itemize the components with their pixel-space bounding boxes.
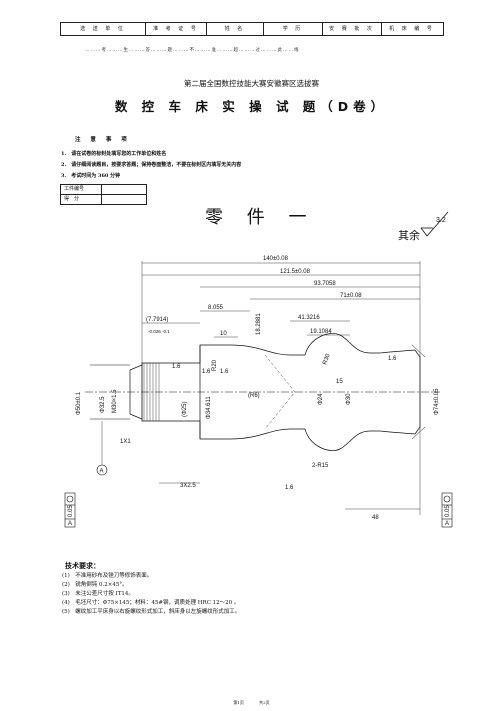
score-table-label: 得 分 — [60, 194, 102, 205]
tolerance-ref: A — [445, 521, 449, 527]
dim-dia25: (Φ25) — [182, 402, 188, 417]
dim-length-8: 8.055 — [208, 305, 224, 311]
score-table-label: 工件编号 — [60, 184, 102, 195]
header-cell-education: 学 历 — [264, 23, 323, 35]
roughness-value: 1.6 — [202, 369, 211, 375]
part-title: 零 件 一 — [205, 207, 316, 228]
concentricity-icon — [443, 495, 451, 503]
dim-dia30: Φ30 — [346, 393, 352, 405]
score-table-value[interactable] — [101, 184, 147, 195]
dim-tolerance: -0.026 -0.1 — [148, 329, 170, 334]
dim-15: 15 — [336, 379, 343, 385]
surface-note-label: 其余 — [398, 229, 420, 242]
dim-length-10: 10 — [220, 331, 227, 337]
dim-groove: 3X2.5 — [180, 483, 196, 489]
note-item: 1. 请在试卷的标封处填写您的工作单位和姓名 — [61, 151, 167, 157]
concentricity-icon — [66, 495, 74, 503]
dim-dia24: Φ24 — [318, 393, 324, 405]
page-total: 共2页 — [259, 700, 270, 705]
roughness-value: 1.6 — [220, 369, 229, 375]
dim-thread: M30×1.5 — [112, 389, 118, 413]
score-table-value[interactable] — [101, 194, 147, 205]
header-cell-unit: 选 送 单 位 — [61, 23, 146, 35]
tech-requirements-heading: 技术要求： — [65, 561, 100, 570]
tech-requirement-item: (3) 未注公差尺寸按 IT14。 — [62, 591, 134, 597]
seal-line: ………考………生………答………题………不………准………超………过………此……线 — [85, 48, 300, 53]
score-table: 工件编号 得 分 — [60, 184, 147, 205]
header-cell-name: 姓 名 — [207, 23, 264, 35]
dim-r30: R30 — [322, 353, 332, 366]
exam-title: 数 控 车 床 实 操 试 题（D卷） — [114, 99, 389, 114]
dim-length-121: 121.5±0.08 — [280, 269, 311, 275]
note-item: 2. 请仔细阅读题目，按要求答题；保持卷面整洁，不要在标封区内填写无关内容 — [61, 162, 242, 168]
note-item: 3. 考试时间为 360 分钟 — [61, 173, 121, 179]
dim-length-71: 71±0.08 — [340, 293, 362, 299]
roughness-value: 1.6 — [388, 356, 397, 362]
roughness-value: 1.6 — [172, 364, 181, 370]
page-number: 第1页 — [233, 700, 244, 705]
dim-r6: (R6) — [248, 393, 260, 399]
dim-dia32: Φ32.5 — [100, 396, 106, 413]
dim-length-93: 93.7058 — [314, 281, 336, 287]
tolerance-value: 0.05 — [445, 505, 451, 517]
header-cell-batch: 安 赛 批 次 — [323, 23, 382, 35]
dim-length-7: (7.7914) — [146, 317, 168, 323]
dim-length-19: 19.1084 — [310, 329, 332, 335]
dim-r20: R20 — [212, 359, 218, 371]
thread-hatch — [143, 363, 160, 421]
roughness-symbol-icon: 3.2 — [420, 211, 449, 237]
tech-requirement-item: (1) 不准用砂布及锉刀等修饰表面。 — [62, 573, 153, 579]
tolerance-ref: A — [68, 521, 72, 527]
page-footer: 第1页 共2页 — [0, 700, 503, 706]
roughness-value: 1.6 — [285, 485, 294, 491]
datum-label: A — [100, 469, 104, 475]
part-outline-top — [129, 333, 421, 392]
tolerance-frame-left: 0.05 A — [64, 492, 76, 528]
notes-heading: 注 意 事 项 — [75, 137, 131, 143]
tech-requirement-item: (5) 螺纹加工平床身以右旋螺纹形式加工，斜床身以左旋螺纹形式加工。 — [62, 609, 241, 615]
header-cell-exam-id: 准 考 证 号 — [146, 23, 207, 35]
dim-overall-length: 140±0.08 — [263, 256, 289, 262]
dim-dia34: Φ34.611 — [206, 396, 212, 419]
dim-dia74: Φ74±0.05 — [434, 388, 440, 415]
part-outline-bottom — [129, 392, 421, 451]
dim-r15: 2-R15 — [312, 463, 329, 469]
header-cell-machine: 机 床 编 号 — [389, 26, 435, 32]
exam-subtitle: 第二届全国数控技能大赛安徽赛区选拔赛 — [184, 79, 319, 88]
tech-requirement-item: (4) 毛坯尺寸：Φ75×145；材料：45#钢，调质处理 HRC 12～20 … — [62, 600, 240, 606]
dim-length-41: 41.3216 — [298, 315, 320, 321]
header-info-table: 选 送 单 位 准 考 证 号 姓 名 学 历 安 赛 批 次 机 床 编 号 — [60, 22, 444, 36]
dim-dia50: Φ50±0.1 — [76, 391, 82, 415]
tolerance-frame-right: 0.05 A — [441, 492, 453, 528]
tolerance-value: 0.05 — [68, 505, 74, 517]
tech-requirement-item: (2) 锐角倒钝 0.2×45°。 — [62, 582, 128, 588]
dim-48: 48 — [372, 515, 379, 521]
roughness-value: 3.2 — [436, 217, 446, 224]
dim-chamfer: 1X1 — [120, 439, 131, 445]
dim-length-18: 18.2881 — [256, 313, 262, 335]
part-drawing: 140±0.08 121.5±0.08 93.7058 71±0.08 41.3… — [64, 256, 453, 528]
